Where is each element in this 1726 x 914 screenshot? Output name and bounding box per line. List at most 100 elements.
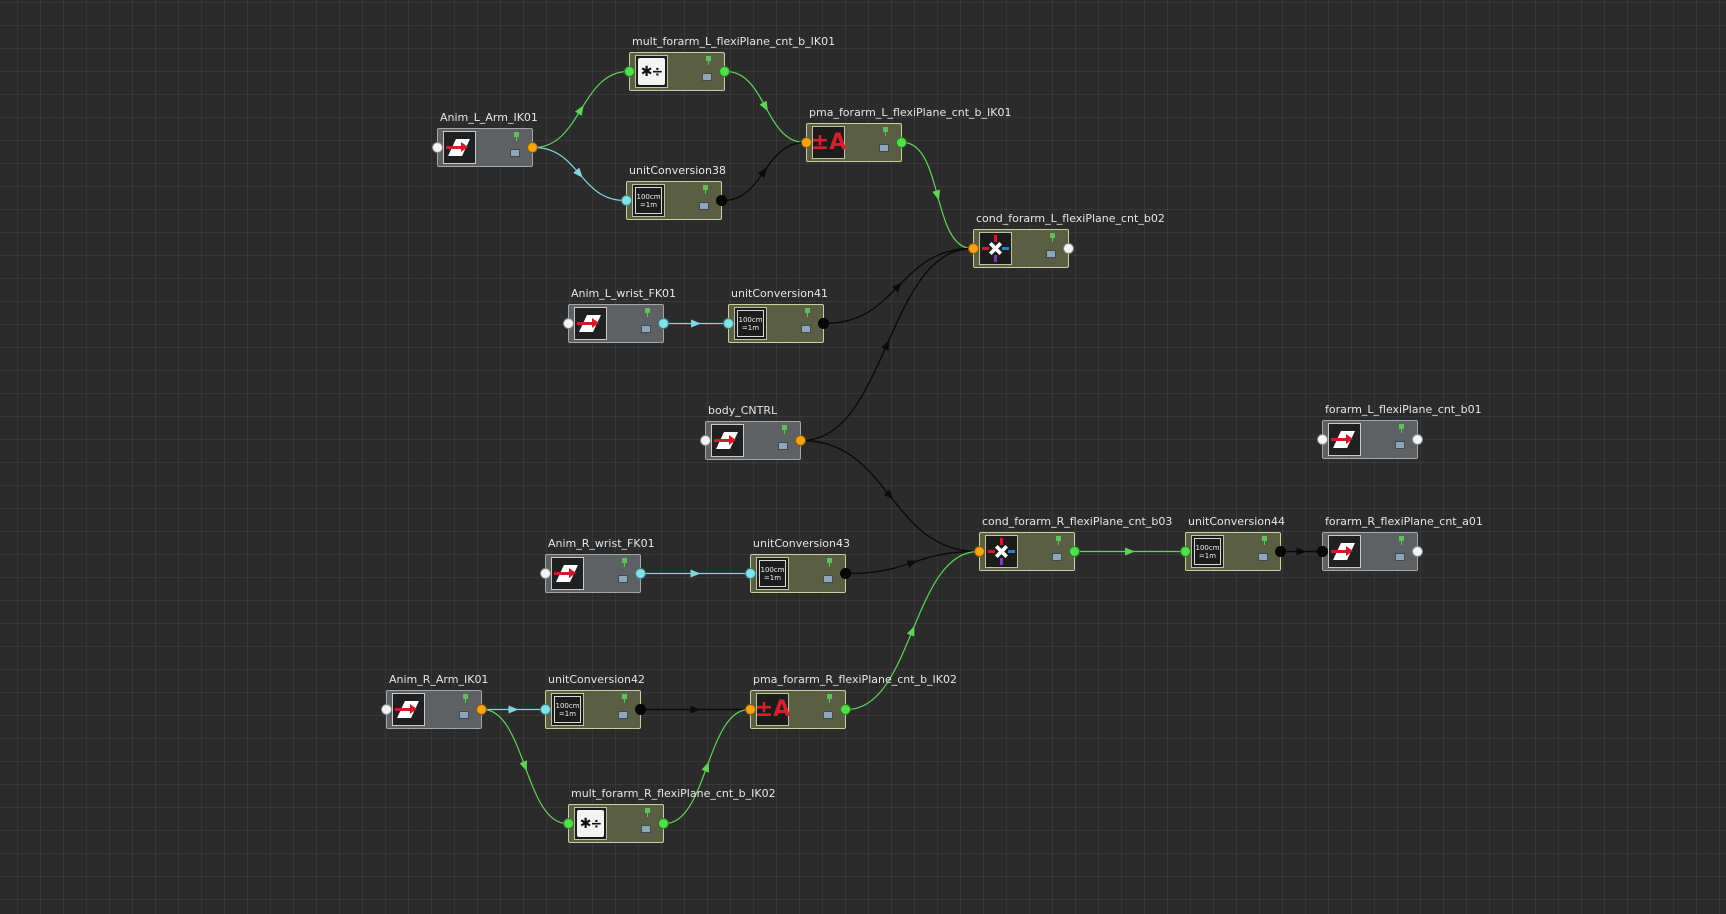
graph-node[interactable]: Anim_R_Arm_IK01 <box>381 674 488 729</box>
input-port[interactable] <box>624 66 635 77</box>
pin-icon[interactable] <box>1398 536 1405 545</box>
pin-icon[interactable] <box>462 694 469 703</box>
shape-display-icon[interactable] <box>1258 553 1268 561</box>
output-port[interactable] <box>1063 243 1074 254</box>
output-port[interactable] <box>840 704 851 715</box>
pin-icon[interactable] <box>621 694 628 703</box>
output-port[interactable] <box>716 195 727 206</box>
output-port[interactable] <box>1069 546 1080 557</box>
pin-icon[interactable] <box>621 558 628 567</box>
connection-wire[interactable] <box>846 550 979 575</box>
input-port[interactable] <box>563 818 574 829</box>
pin-icon[interactable] <box>1261 536 1268 545</box>
pin-icon[interactable] <box>644 808 651 817</box>
shape-display-icon[interactable] <box>641 325 651 333</box>
output-port[interactable] <box>635 568 646 579</box>
output-port[interactable] <box>719 66 730 77</box>
pin-icon[interactable] <box>1049 233 1056 242</box>
shape-display-icon[interactable] <box>618 711 628 719</box>
input-port[interactable] <box>621 195 632 206</box>
output-port[interactable] <box>658 318 669 329</box>
shape-display-icon[interactable] <box>641 825 651 833</box>
pin-icon[interactable] <box>826 694 833 703</box>
output-port[interactable] <box>1412 434 1423 445</box>
shape-display-icon[interactable] <box>879 144 889 152</box>
graph-node[interactable]: body_CNTRL <box>700 405 806 460</box>
shape-display-icon[interactable] <box>823 711 833 719</box>
graph-node[interactable]: Anim_L_Arm_IK01 <box>432 112 538 167</box>
shape-display-icon[interactable] <box>1395 553 1405 561</box>
input-port[interactable] <box>1317 546 1328 557</box>
input-port[interactable] <box>563 318 574 329</box>
connection-wire[interactable] <box>533 146 626 202</box>
input-port[interactable] <box>968 243 979 254</box>
graph-node[interactable]: Anim_L_wrist_FK01 <box>563 288 676 343</box>
pin-icon[interactable] <box>644 308 651 317</box>
connection-wire[interactable] <box>722 141 806 202</box>
input-port[interactable] <box>745 704 756 715</box>
input-port[interactable] <box>723 318 734 329</box>
graph-node[interactable]: forarm_L_flexiPlane_cnt_b01 <box>1317 404 1482 459</box>
input-port[interactable] <box>700 435 711 446</box>
input-port[interactable] <box>381 704 392 715</box>
pin-icon[interactable] <box>513 132 520 141</box>
shape-display-icon[interactable] <box>459 711 469 719</box>
connection-wire[interactable] <box>824 247 973 325</box>
pin-icon[interactable] <box>1398 424 1405 433</box>
output-port[interactable] <box>818 318 829 329</box>
shape-display-icon[interactable] <box>823 575 833 583</box>
shape-display-icon[interactable] <box>618 575 628 583</box>
graph-node[interactable]: mult_forarm_L_flexiPlane_cnt_b_IK01✱÷ <box>624 36 835 91</box>
shape-display-icon[interactable] <box>1052 553 1062 561</box>
output-port[interactable] <box>527 142 538 153</box>
graph-node[interactable]: cond_forarm_R_flexiPlane_cnt_b03 <box>974 516 1172 571</box>
shape-display-icon[interactable] <box>702 73 712 81</box>
output-port[interactable] <box>1275 546 1286 557</box>
input-port[interactable] <box>745 568 756 579</box>
graph-node[interactable]: Anim_R_wrist_FK01 <box>540 538 655 593</box>
pin-icon[interactable] <box>705 56 712 65</box>
graph-node[interactable]: mult_forarm_R_flexiPlane_cnt_b_IK02✱÷ <box>563 788 776 843</box>
output-port[interactable] <box>896 137 907 148</box>
graph-node[interactable]: forarm_R_flexiPlane_cnt_a01 <box>1317 516 1483 571</box>
pin-icon[interactable] <box>826 558 833 567</box>
output-port[interactable] <box>795 435 806 446</box>
connection-wire[interactable] <box>725 70 806 144</box>
pin-icon[interactable] <box>882 127 889 136</box>
shape-display-icon[interactable] <box>699 202 709 210</box>
input-port[interactable] <box>540 568 551 579</box>
connection-wire[interactable] <box>902 141 973 250</box>
output-port[interactable] <box>1412 546 1423 557</box>
input-port[interactable] <box>1180 546 1191 557</box>
output-port[interactable] <box>635 704 646 715</box>
input-port[interactable] <box>974 546 985 557</box>
input-port[interactable] <box>432 142 443 153</box>
connection-wire[interactable] <box>801 247 973 442</box>
output-port[interactable] <box>840 568 851 579</box>
graph-node[interactable]: cond_forarm_L_flexiPlane_cnt_b02 <box>968 213 1165 268</box>
pin-icon[interactable] <box>781 425 788 434</box>
output-port[interactable] <box>476 704 487 715</box>
input-port[interactable] <box>1317 434 1328 445</box>
shape-display-icon[interactable] <box>801 325 811 333</box>
shape-display-icon[interactable] <box>1046 250 1056 258</box>
input-port[interactable] <box>540 704 551 715</box>
graph-node[interactable]: pma_forarm_R_flexiPlane_cnt_b_IK02±A <box>745 674 957 729</box>
input-port[interactable] <box>801 137 812 148</box>
connection-wire[interactable] <box>664 708 750 825</box>
pin-icon[interactable] <box>702 185 709 194</box>
connection-wire[interactable] <box>801 439 979 553</box>
shape-display-icon[interactable] <box>778 442 788 450</box>
graph-node[interactable]: pma_forarm_L_flexiPlane_cnt_b_IK01±A <box>801 107 1012 162</box>
shape-display-icon[interactable] <box>1395 441 1405 449</box>
connection-wire[interactable] <box>533 70 629 149</box>
shape-display-icon[interactable] <box>510 149 520 157</box>
output-port[interactable] <box>658 818 669 829</box>
pin-icon[interactable] <box>804 308 811 317</box>
